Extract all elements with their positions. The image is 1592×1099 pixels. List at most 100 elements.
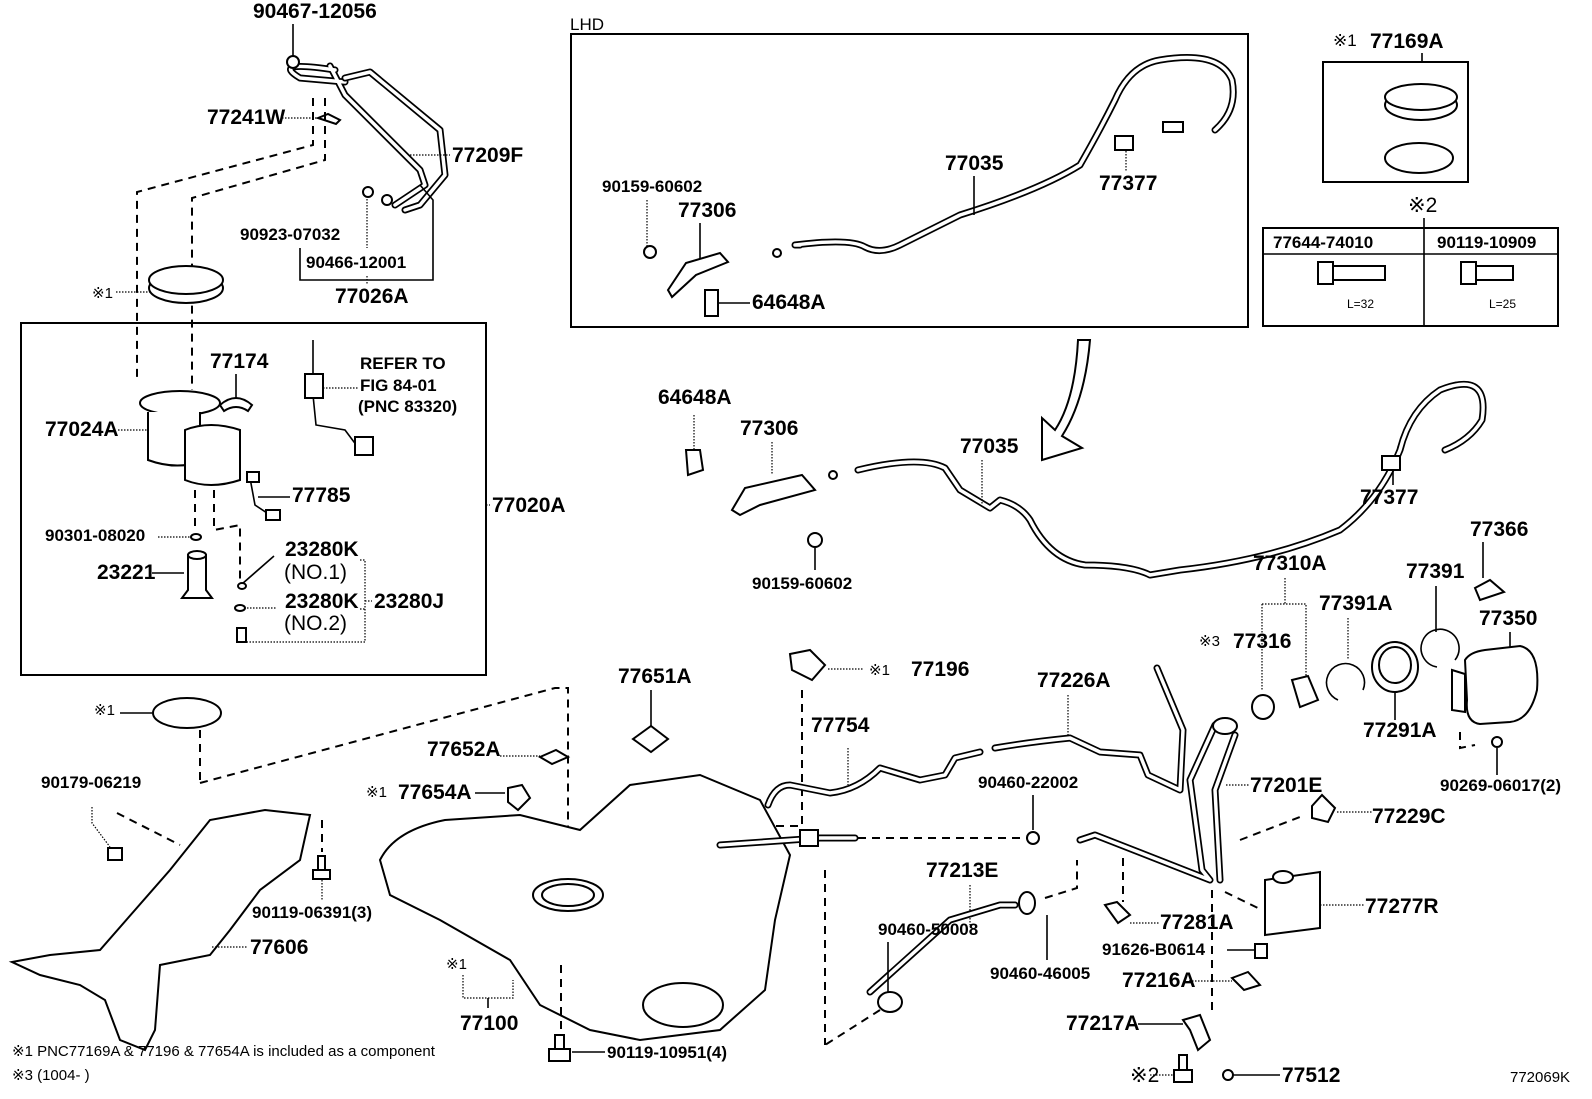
label-77277r[interactable]: 77277R [1365,895,1439,918]
label-90467-12056[interactable]: 90467-12056 [253,0,377,23]
refer-line-2[interactable]: FIG 84-01 [360,376,437,395]
mark-3: ※3 [1199,633,1220,650]
o-ring-icon [190,533,202,541]
lhd-label-64648a[interactable]: 64648A [752,291,826,314]
retainer-icon [218,397,254,413]
cable-connector-icon [1162,121,1184,133]
label-77196[interactable]: 77196 [911,658,969,681]
label-77350[interactable]: 77350 [1479,607,1537,630]
tank-sump-icon [642,982,724,1028]
valve-icon [507,783,532,812]
label-77024a[interactable]: 77024A [45,418,119,441]
screw-icon [643,245,657,259]
label-77216a[interactable]: 77216A [1122,969,1196,992]
tank-opening-inner-icon [541,883,595,907]
label-77652a[interactable]: 77652A [427,738,501,761]
label-77241w[interactable]: 77241W [207,106,285,129]
label-23280k-no1[interactable]: 23280K [285,538,359,561]
label-91626-b0614[interactable]: 91626-B0614 [1102,940,1206,959]
label-77754[interactable]: 77754 [811,714,870,737]
screw-icon [1491,736,1503,748]
lock-ring-top-icon [1384,83,1458,111]
heat-insulator-icon [8,808,312,1052]
label-90460-46005[interactable]: 90460-46005 [990,964,1090,983]
filler-pipe-group: 77201E 90460-22002 77229C 77213E 90460-4… [824,717,1446,1087]
lhd-label-77035[interactable]: 77035 [945,152,1004,175]
bracket-clip-icon [1230,970,1262,992]
connector-icon [265,509,281,521]
label-23280k-no2[interactable]: 23280K [285,590,359,613]
dashed-guide [1459,732,1476,750]
label-77291a[interactable]: 77291A [1363,719,1437,742]
label-77020a[interactable]: 77020A [492,494,566,517]
label-90269-06017[interactable]: 90269-06017(2) [1440,776,1561,795]
label-64648a[interactable]: 64648A [658,386,732,409]
label-77606[interactable]: 77606 [250,936,308,959]
label-77226a[interactable]: 77226A [1037,669,1111,692]
label-77169a[interactable]: 77169A [1370,30,1444,53]
label-77512[interactable]: 77512 [1282,1064,1340,1087]
gasket-kit-group: ※1 77169A ※2 [1322,30,1469,228]
lhd-label: LHD [570,15,604,34]
bolt-table: 77644-74010 90119-10909 L=32 L=25 [1262,227,1559,327]
pad-icon [537,748,571,766]
label-90460-22002[interactable]: 90460-22002 [978,773,1078,792]
figure-id: 772069K [1510,1069,1570,1086]
lock-ring-group: ※1 [92,265,224,304]
fuel-lid-cable-group: 64648A 77306 90159-60602 77035 77377 [658,380,1487,593]
seal-icon [234,604,246,612]
label-77651a[interactable]: 77651A [618,665,692,688]
label-90119-10951[interactable]: 90119-10951(4) [607,1043,727,1062]
label-77174[interactable]: 77174 [210,350,269,373]
label-90159-60602[interactable]: 90159-60602 [752,574,852,593]
mark-2: ※2 [1408,194,1437,217]
filler-neck-icon [1212,717,1238,735]
bolt-table-col2[interactable]: 90119-10909 [1437,233,1536,252]
refer-line-1[interactable]: REFER TO [360,354,446,373]
lhd-label-90159-60602[interactable]: 90159-60602 [602,177,702,196]
label-23280j[interactable]: 23280J [374,590,444,613]
label-77377[interactable]: 77377 [1360,486,1418,509]
label-77391[interactable]: 77391 [1406,560,1465,583]
mark-1: ※1 [446,956,467,973]
vent-hose-icon [764,748,984,809]
label-90301-08020[interactable]: 90301-08020 [45,526,145,545]
gasket-icon [1251,694,1275,720]
label-77035[interactable]: 77035 [960,435,1019,458]
label-23221[interactable]: 23221 [97,561,156,584]
lhd-label-77377[interactable]: 77377 [1099,172,1157,195]
label-77201e[interactable]: 77201E [1250,774,1322,797]
label-90119-06391[interactable]: 90119-06391(3) [252,903,372,922]
nut-icon [1222,1069,1234,1081]
refer-line-3[interactable]: (PNC 83320) [358,397,457,416]
fuel-tube-assembly-group: 90467-12056 77241W 77209F 90923-07032 90… [136,0,523,390]
bracket-icon [1181,1013,1212,1052]
label-77217a[interactable]: 77217A [1066,1012,1140,1035]
bolt-table-col1[interactable]: 77644-74010 [1273,233,1373,252]
label-77026a[interactable]: 77026A [335,285,409,308]
label-90179-06219[interactable]: 90179-06219 [41,773,141,792]
label-77654a[interactable]: 77654A [398,781,472,804]
label-77310a[interactable]: 77310A [1253,552,1327,575]
label-77213e[interactable]: 77213E [926,859,998,882]
lhd-label-77306[interactable]: 77306 [678,199,736,222]
lhd-fuel-lid-cable-icon [791,54,1237,254]
leader-line [241,555,275,585]
label-77316[interactable]: 77316 [1233,630,1291,653]
label-90923-07032[interactable]: 90923-07032 [240,225,340,244]
label-90466-12001[interactable]: 90466-12001 [306,253,406,272]
dashed-guide [199,687,569,900]
label-77306[interactable]: 77306 [740,417,798,440]
label-77229c[interactable]: 77229C [1372,805,1446,828]
label-77100[interactable]: 77100 [460,1012,518,1035]
label-77281a[interactable]: 77281A [1160,911,1234,934]
label-77209f[interactable]: 77209F [452,144,523,167]
label-77785[interactable]: 77785 [292,484,351,507]
lid-lock-icon [1381,455,1401,471]
label-77391a[interactable]: 77391A [1319,592,1393,615]
cable-end-icon [828,470,838,480]
label-90460-50008[interactable]: 90460-50008 [878,920,978,939]
label-77366[interactable]: 77366 [1470,518,1528,541]
door-hinge-icon [1451,668,1466,714]
filter-top-icon [187,550,207,560]
